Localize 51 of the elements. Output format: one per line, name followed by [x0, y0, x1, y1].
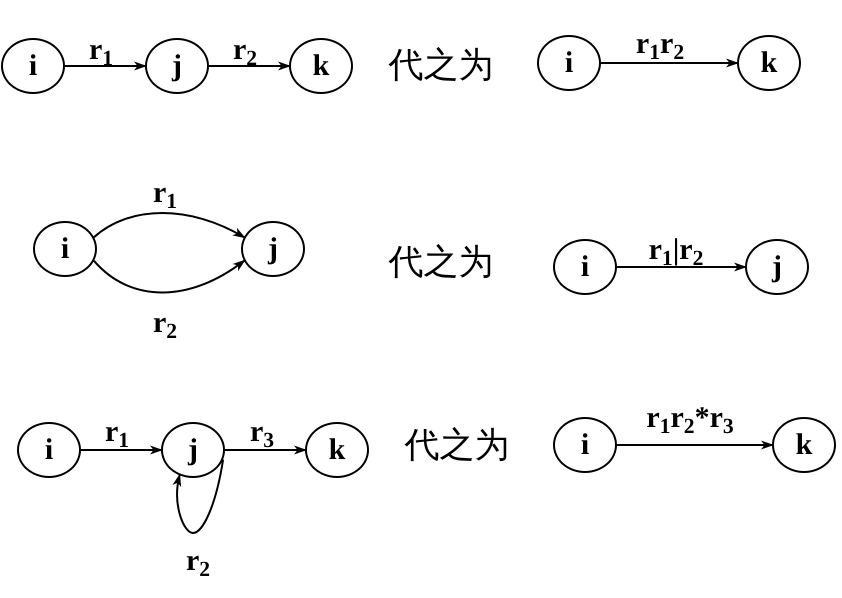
node-label: i	[44, 435, 54, 465]
node-label: i	[60, 234, 70, 264]
edge-label: r$_{1}$	[104, 417, 130, 447]
arrow	[617, 262, 747, 272]
note-text: 代之为	[404, 428, 510, 464]
state-ellipse	[537, 35, 601, 91]
edge-label: r$_{2}$	[152, 308, 178, 338]
node-label: i	[580, 252, 590, 282]
node-label: j	[268, 234, 278, 264]
state-ellipse	[289, 38, 353, 94]
arrow	[617, 440, 774, 450]
state-ellipse	[161, 422, 225, 478]
node-label: i	[564, 48, 574, 78]
arrow	[225, 446, 307, 454]
state-ellipse	[772, 417, 836, 473]
edge-label: r$_{3}$	[250, 417, 274, 447]
edge-label: r$_{1}$	[152, 178, 178, 208]
state-ellipse	[745, 239, 809, 295]
curved-arrow	[93, 212, 246, 238]
node-label: i	[580, 430, 590, 460]
node-label: k	[312, 51, 330, 81]
state-ellipse	[1, 38, 65, 94]
edge-label: r$_{1}$	[88, 35, 114, 65]
note-text: 代之为	[388, 246, 494, 280]
arrow	[81, 446, 163, 454]
state-ellipse	[241, 221, 305, 277]
state-ellipse	[33, 221, 97, 277]
edge-label: r$_{2}$	[232, 35, 258, 65]
arrow	[65, 62, 147, 70]
state-ellipse	[145, 38, 209, 94]
note-text: 代之为	[388, 48, 494, 84]
arrow	[209, 62, 291, 70]
state-ellipse	[553, 239, 617, 295]
arrow	[601, 58, 739, 68]
loop-arrow	[172, 459, 224, 534]
node-label: i	[28, 51, 38, 81]
edge-label: r$_{1}$|r$_{2}$	[648, 235, 704, 265]
state-ellipse	[737, 35, 801, 91]
node-label: j	[772, 252, 782, 282]
node-label: j	[172, 51, 182, 81]
state-ellipse	[17, 422, 81, 478]
state-ellipse	[553, 417, 617, 473]
state-ellipse	[305, 422, 369, 478]
edge-label: r$_{2}$	[186, 546, 210, 576]
edge-label: r$_{1}$r$_{2}$	[636, 29, 684, 59]
node-label: k	[796, 430, 812, 460]
node-label: k	[760, 48, 778, 78]
node-label: j	[188, 435, 198, 465]
node-label: k	[328, 435, 346, 465]
edge-label: r$_{1}$r$_{2}$*r$_{3}$	[646, 403, 734, 433]
curved-arrow	[93, 260, 246, 294]
